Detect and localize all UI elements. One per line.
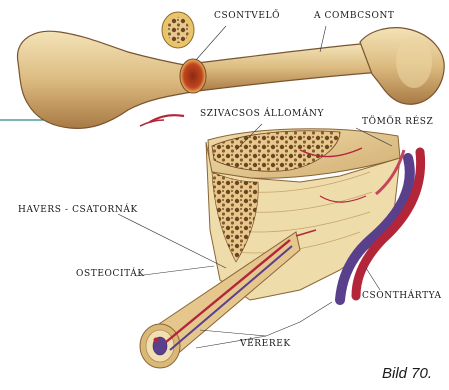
osteocytes-leader [136,266,214,276]
marrow-leader [196,26,226,60]
label-spongy-bone: SZIVACSOS ÁLLOMÁNY [200,110,324,119]
label-osteocytes: OSTEOCITÁK [76,270,145,279]
label-compact-bone: TÖMÖR RÉSZ [362,118,433,127]
label-haversian-canals: HAVERS - CSATORNÁK [18,206,138,215]
label-bone-marrow: CSONTVELŐ [214,12,280,21]
label-femur: A COMBCSONT [314,12,395,21]
figure-caption: Bild 70. [382,366,432,381]
label-blood-vessels: VÉREREK [240,340,291,349]
vessels-leader [266,302,332,336]
label-periosteum: CSONTHÁRTYA [362,292,442,301]
periosteum-leader [366,268,380,290]
